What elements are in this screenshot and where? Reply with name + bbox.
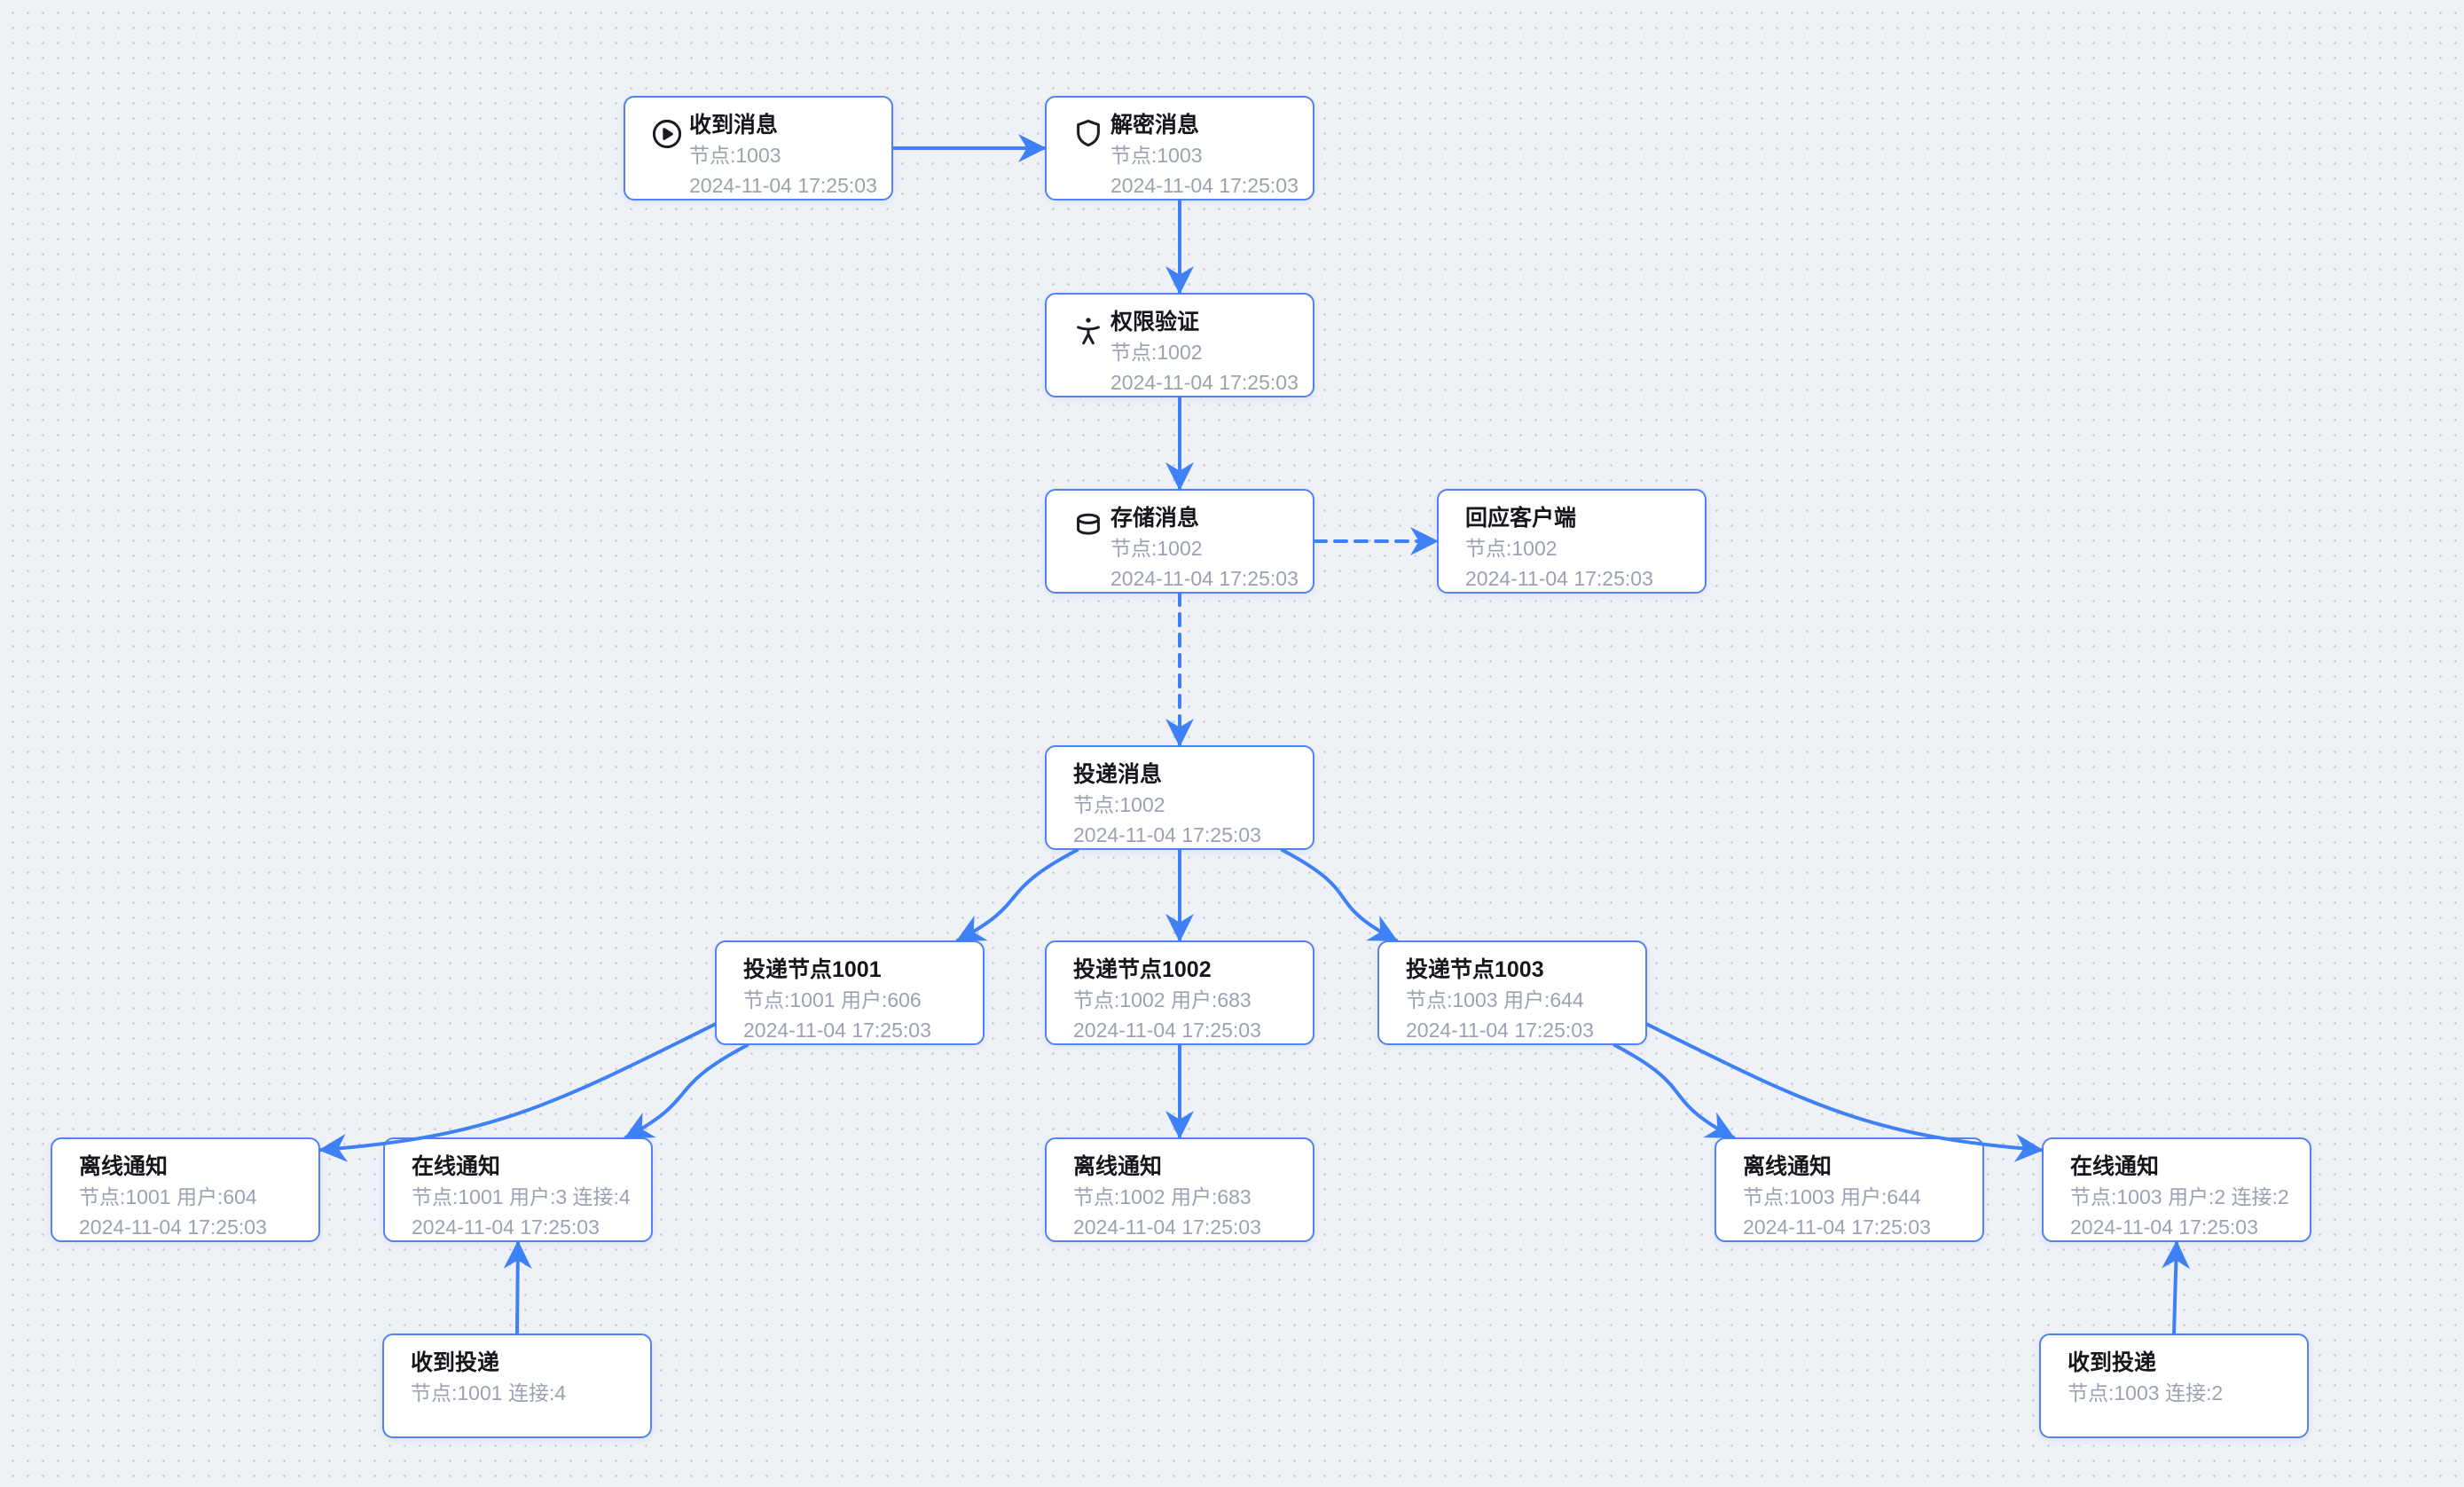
- node-timestamp: 2024-11-04 17:25:03: [1110, 371, 1299, 394]
- node-meta: 节点:1002: [1073, 793, 1165, 816]
- flow-node-receipt1003[interactable]: 收到投递 节点:1003 连接:2: [2039, 1334, 2309, 1438]
- flow-edge-node1001-to-offline1001[interactable]: [318, 1022, 717, 1162]
- flow-edge-deliver-to-node1001[interactable]: [955, 848, 1079, 942]
- node-meta: 节点:1003: [689, 144, 781, 167]
- node-timestamp: 2024-11-04 17:25:03: [1743, 1216, 1931, 1239]
- node-timestamp: 2024-11-04 17:25:03: [2070, 1216, 2258, 1239]
- node-meta: 节点:1002: [1110, 537, 1203, 560]
- node-content: 投递消息 节点:1002 2024-11-04 17:25:03: [1073, 759, 1291, 850]
- play-circle-icon: [650, 117, 684, 151]
- node-timestamp: 2024-11-04 17:25:03: [1110, 174, 1299, 197]
- node-meta: 节点:1001 用户:604: [79, 1185, 257, 1208]
- node-content: 存储消息 节点:1002 2024-11-04 17:25:03: [1073, 503, 1299, 594]
- flow-node-deliver[interactable]: 投递消息 节点:1002 2024-11-04 17:25:03: [1045, 745, 1314, 850]
- node-timestamp: 2024-11-04 17:25:03: [1110, 567, 1299, 590]
- node-title: 在线通知: [2070, 1154, 2160, 1179]
- node-timestamp: 2024-11-04 17:25:03: [1073, 1019, 1261, 1042]
- node-meta: 节点:1001 用户:606: [743, 988, 922, 1011]
- flow-edge-node1003-to-offline1003[interactable]: [1613, 1043, 1736, 1139]
- flow-node-node1001[interactable]: 投递节点1001 节点:1001 用户:606 2024-11-04 17:25…: [715, 940, 985, 1045]
- shield-icon: [1071, 117, 1105, 151]
- node-meta: 节点:1003: [1110, 144, 1203, 167]
- node-content: 权限验证 节点:1002 2024-11-04 17:25:03: [1073, 307, 1299, 397]
- node-timestamp: 2024-11-04 17:25:03: [1465, 567, 1653, 590]
- node-title: 收到消息: [689, 113, 779, 138]
- node-meta: 节点:1002 用户:683: [1073, 988, 1252, 1011]
- node-timestamp: 2024-11-04 17:25:03: [743, 1019, 931, 1042]
- node-title: 权限验证: [1110, 310, 1200, 334]
- node-meta: 节点:1002: [1110, 341, 1203, 364]
- node-meta: 节点:1003 用户:2 连接:2: [2070, 1185, 2289, 1208]
- flow-node-node1003[interactable]: 投递节点1003 节点:1003 用户:644 2024-11-04 17:25…: [1377, 940, 1647, 1045]
- node-timestamp: 2024-11-04 17:25:03: [1406, 1019, 1594, 1042]
- node-content: 收到消息 节点:1003 2024-11-04 17:25:03: [652, 110, 877, 201]
- node-content: 投递节点1003 节点:1003 用户:644 2024-11-04 17:25…: [1406, 955, 1624, 1045]
- node-content: 投递节点1002 节点:1002 用户:683 2024-11-04 17:25…: [1073, 955, 1291, 1045]
- flow-node-reply[interactable]: 回应客户端 节点:1002 2024-11-04 17:25:03: [1437, 489, 1707, 594]
- node-content: 回应客户端 节点:1002 2024-11-04 17:25:03: [1465, 503, 1683, 594]
- flow-node-online1001[interactable]: 在线通知 节点:1001 用户:3 连接:4 2024-11-04 17:25:…: [383, 1137, 653, 1242]
- flow-node-decrypt[interactable]: 解密消息 节点:1003 2024-11-04 17:25:03: [1045, 96, 1314, 201]
- node-title: 解密消息: [1110, 113, 1200, 138]
- flow-node-offline1001[interactable]: 离线通知 节点:1001 用户:604 2024-11-04 17:25:03: [51, 1137, 320, 1242]
- node-title: 离线通知: [1743, 1154, 1832, 1179]
- flow-node-auth[interactable]: 权限验证 节点:1002 2024-11-04 17:25:03: [1045, 293, 1314, 397]
- flow-node-node1002[interactable]: 投递节点1002 节点:1002 用户:683 2024-11-04 17:25…: [1045, 940, 1314, 1045]
- node-meta: 节点:1003 用户:644: [1743, 1185, 1921, 1208]
- flow-node-store[interactable]: 存储消息 节点:1002 2024-11-04 17:25:03: [1045, 489, 1314, 594]
- node-timestamp: 2024-11-04 17:25:03: [1073, 1216, 1261, 1239]
- node-title: 收到投递: [411, 1350, 500, 1375]
- node-title: 投递节点1002: [1073, 957, 1212, 982]
- node-title: 投递节点1001: [743, 957, 882, 982]
- node-meta: 节点:1002 用户:683: [1073, 1185, 1252, 1208]
- flow-node-online1003[interactable]: 在线通知 节点:1003 用户:2 连接:2 2024-11-04 17:25:…: [2042, 1137, 2311, 1242]
- node-content: 在线通知 节点:1003 用户:2 连接:2 2024-11-04 17:25:…: [2070, 1152, 2289, 1242]
- flow-node-offline1002[interactable]: 离线通知 节点:1002 用户:683 2024-11-04 17:25:03: [1045, 1137, 1314, 1242]
- node-meta: 节点:1003 用户:644: [1406, 988, 1584, 1011]
- flow-edge-receipt1001-to-online1001[interactable]: [503, 1240, 532, 1335]
- flow-node-receive[interactable]: 收到消息 节点:1003 2024-11-04 17:25:03: [624, 96, 893, 201]
- node-title: 投递消息: [1073, 762, 1163, 787]
- node-meta: 节点:1001 连接:4: [411, 1381, 567, 1404]
- node-title: 在线通知: [412, 1154, 501, 1179]
- flow-edge-node1001-to-online1001[interactable]: [624, 1043, 749, 1139]
- node-content: 收到投递 节点:1003 连接:2: [2068, 1348, 2286, 1408]
- node-content: 投递节点1001 节点:1001 用户:606 2024-11-04 17:25…: [743, 955, 961, 1045]
- node-title: 收到投递: [2068, 1350, 2157, 1375]
- node-title: 存储消息: [1110, 506, 1200, 531]
- node-content: 离线通知 节点:1002 用户:683 2024-11-04 17:25:03: [1073, 1152, 1291, 1242]
- node-timestamp: 2024-11-04 17:25:03: [1073, 823, 1261, 846]
- node-meta: 节点:1001 用户:3 连接:4: [412, 1185, 631, 1208]
- flow-edge-deliver-to-node1003[interactable]: [1280, 848, 1399, 942]
- node-meta: 节点:1002: [1465, 537, 1558, 560]
- node-title: 离线通知: [79, 1154, 169, 1179]
- node-content: 离线通知 节点:1003 用户:644 2024-11-04 17:25:03: [1743, 1152, 1961, 1242]
- flow-edge-node1003-to-online1003[interactable]: [1645, 1022, 2044, 1162]
- database-icon: [1071, 510, 1105, 544]
- node-meta: 节点:1003 连接:2: [2068, 1381, 2224, 1404]
- node-content: 收到投递 节点:1001 连接:4: [411, 1348, 629, 1408]
- node-timestamp: 2024-11-04 17:25:03: [79, 1216, 267, 1239]
- node-timestamp: 2024-11-04 17:25:03: [689, 174, 877, 197]
- accessibility-icon: [1071, 314, 1105, 348]
- flow-node-offline1003[interactable]: 离线通知 节点:1003 用户:644 2024-11-04 17:25:03: [1715, 1137, 1984, 1242]
- node-timestamp: 2024-11-04 17:25:03: [412, 1216, 600, 1239]
- node-title: 回应客户端: [1465, 506, 1577, 531]
- node-content: 在线通知 节点:1001 用户:3 连接:4 2024-11-04 17:25:…: [412, 1152, 631, 1242]
- flow-node-receipt1001[interactable]: 收到投递 节点:1001 连接:4: [382, 1334, 652, 1438]
- node-content: 解密消息 节点:1003 2024-11-04 17:25:03: [1073, 110, 1299, 201]
- flow-edge-receipt1003-to-online1003[interactable]: [2162, 1240, 2191, 1335]
- node-title: 投递节点1003: [1406, 957, 1544, 982]
- node-content: 离线通知 节点:1001 用户:604 2024-11-04 17:25:03: [79, 1152, 297, 1242]
- node-title: 离线通知: [1073, 1154, 1163, 1179]
